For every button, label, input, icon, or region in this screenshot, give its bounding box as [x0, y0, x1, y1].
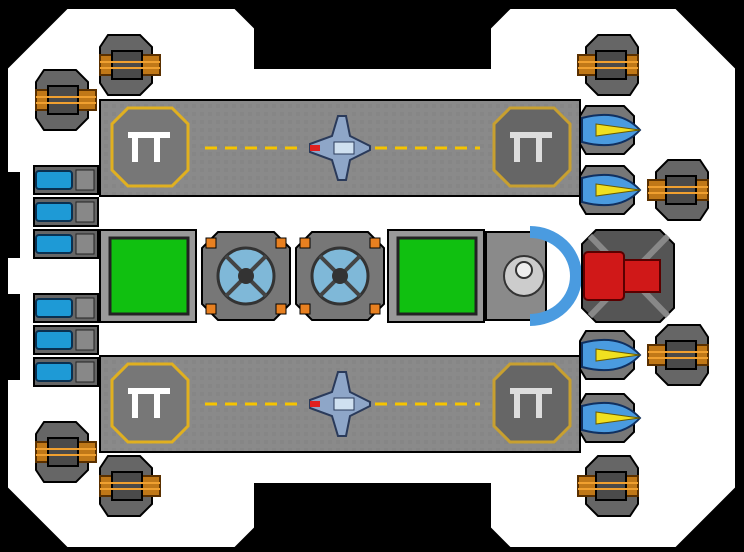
hangar-pad-icon [110, 106, 190, 188]
hangar-pad-icon [492, 106, 572, 188]
battery-cell-icon[interactable] [33, 197, 99, 227]
gatling-turret-icon[interactable] [647, 324, 709, 386]
battery-cell-icon[interactable] [33, 357, 99, 387]
laser-turret-icon[interactable] [579, 330, 642, 380]
gatling-turret-icon[interactable] [577, 455, 639, 517]
gatling-turret-icon[interactable] [35, 421, 97, 483]
laser-turret-icon[interactable] [579, 165, 642, 215]
laser-turret-icon[interactable] [579, 105, 642, 155]
battery-cell-icon[interactable] [33, 325, 99, 355]
shield-generator-icon[interactable] [485, 226, 582, 326]
hangar-pad-icon [110, 362, 190, 444]
hangar-bottom[interactable] [99, 355, 581, 453]
gatling-turret-icon[interactable] [99, 455, 161, 517]
battery-cell-icon[interactable] [33, 293, 99, 323]
battery-cell-icon[interactable] [33, 229, 99, 259]
laser-turret-icon[interactable] [579, 393, 642, 443]
hangar-pad-icon [492, 362, 572, 444]
gatling-turret-icon[interactable] [647, 159, 709, 221]
reactor-icon[interactable] [201, 231, 291, 321]
heavy-cannon-icon[interactable] [581, 229, 675, 323]
hangar-top[interactable] [99, 99, 581, 197]
gatling-turret-icon[interactable] [99, 34, 161, 96]
fighter-ship-icon[interactable] [309, 115, 371, 181]
cargo-bay-icon[interactable] [99, 229, 197, 323]
reactor-icon[interactable] [295, 231, 385, 321]
fighter-ship-icon[interactable] [309, 371, 371, 437]
gatling-turret-icon[interactable] [35, 69, 97, 131]
gatling-turret-icon[interactable] [577, 34, 639, 96]
cargo-bay-icon[interactable] [387, 229, 485, 323]
battery-cell-icon[interactable] [33, 165, 99, 195]
